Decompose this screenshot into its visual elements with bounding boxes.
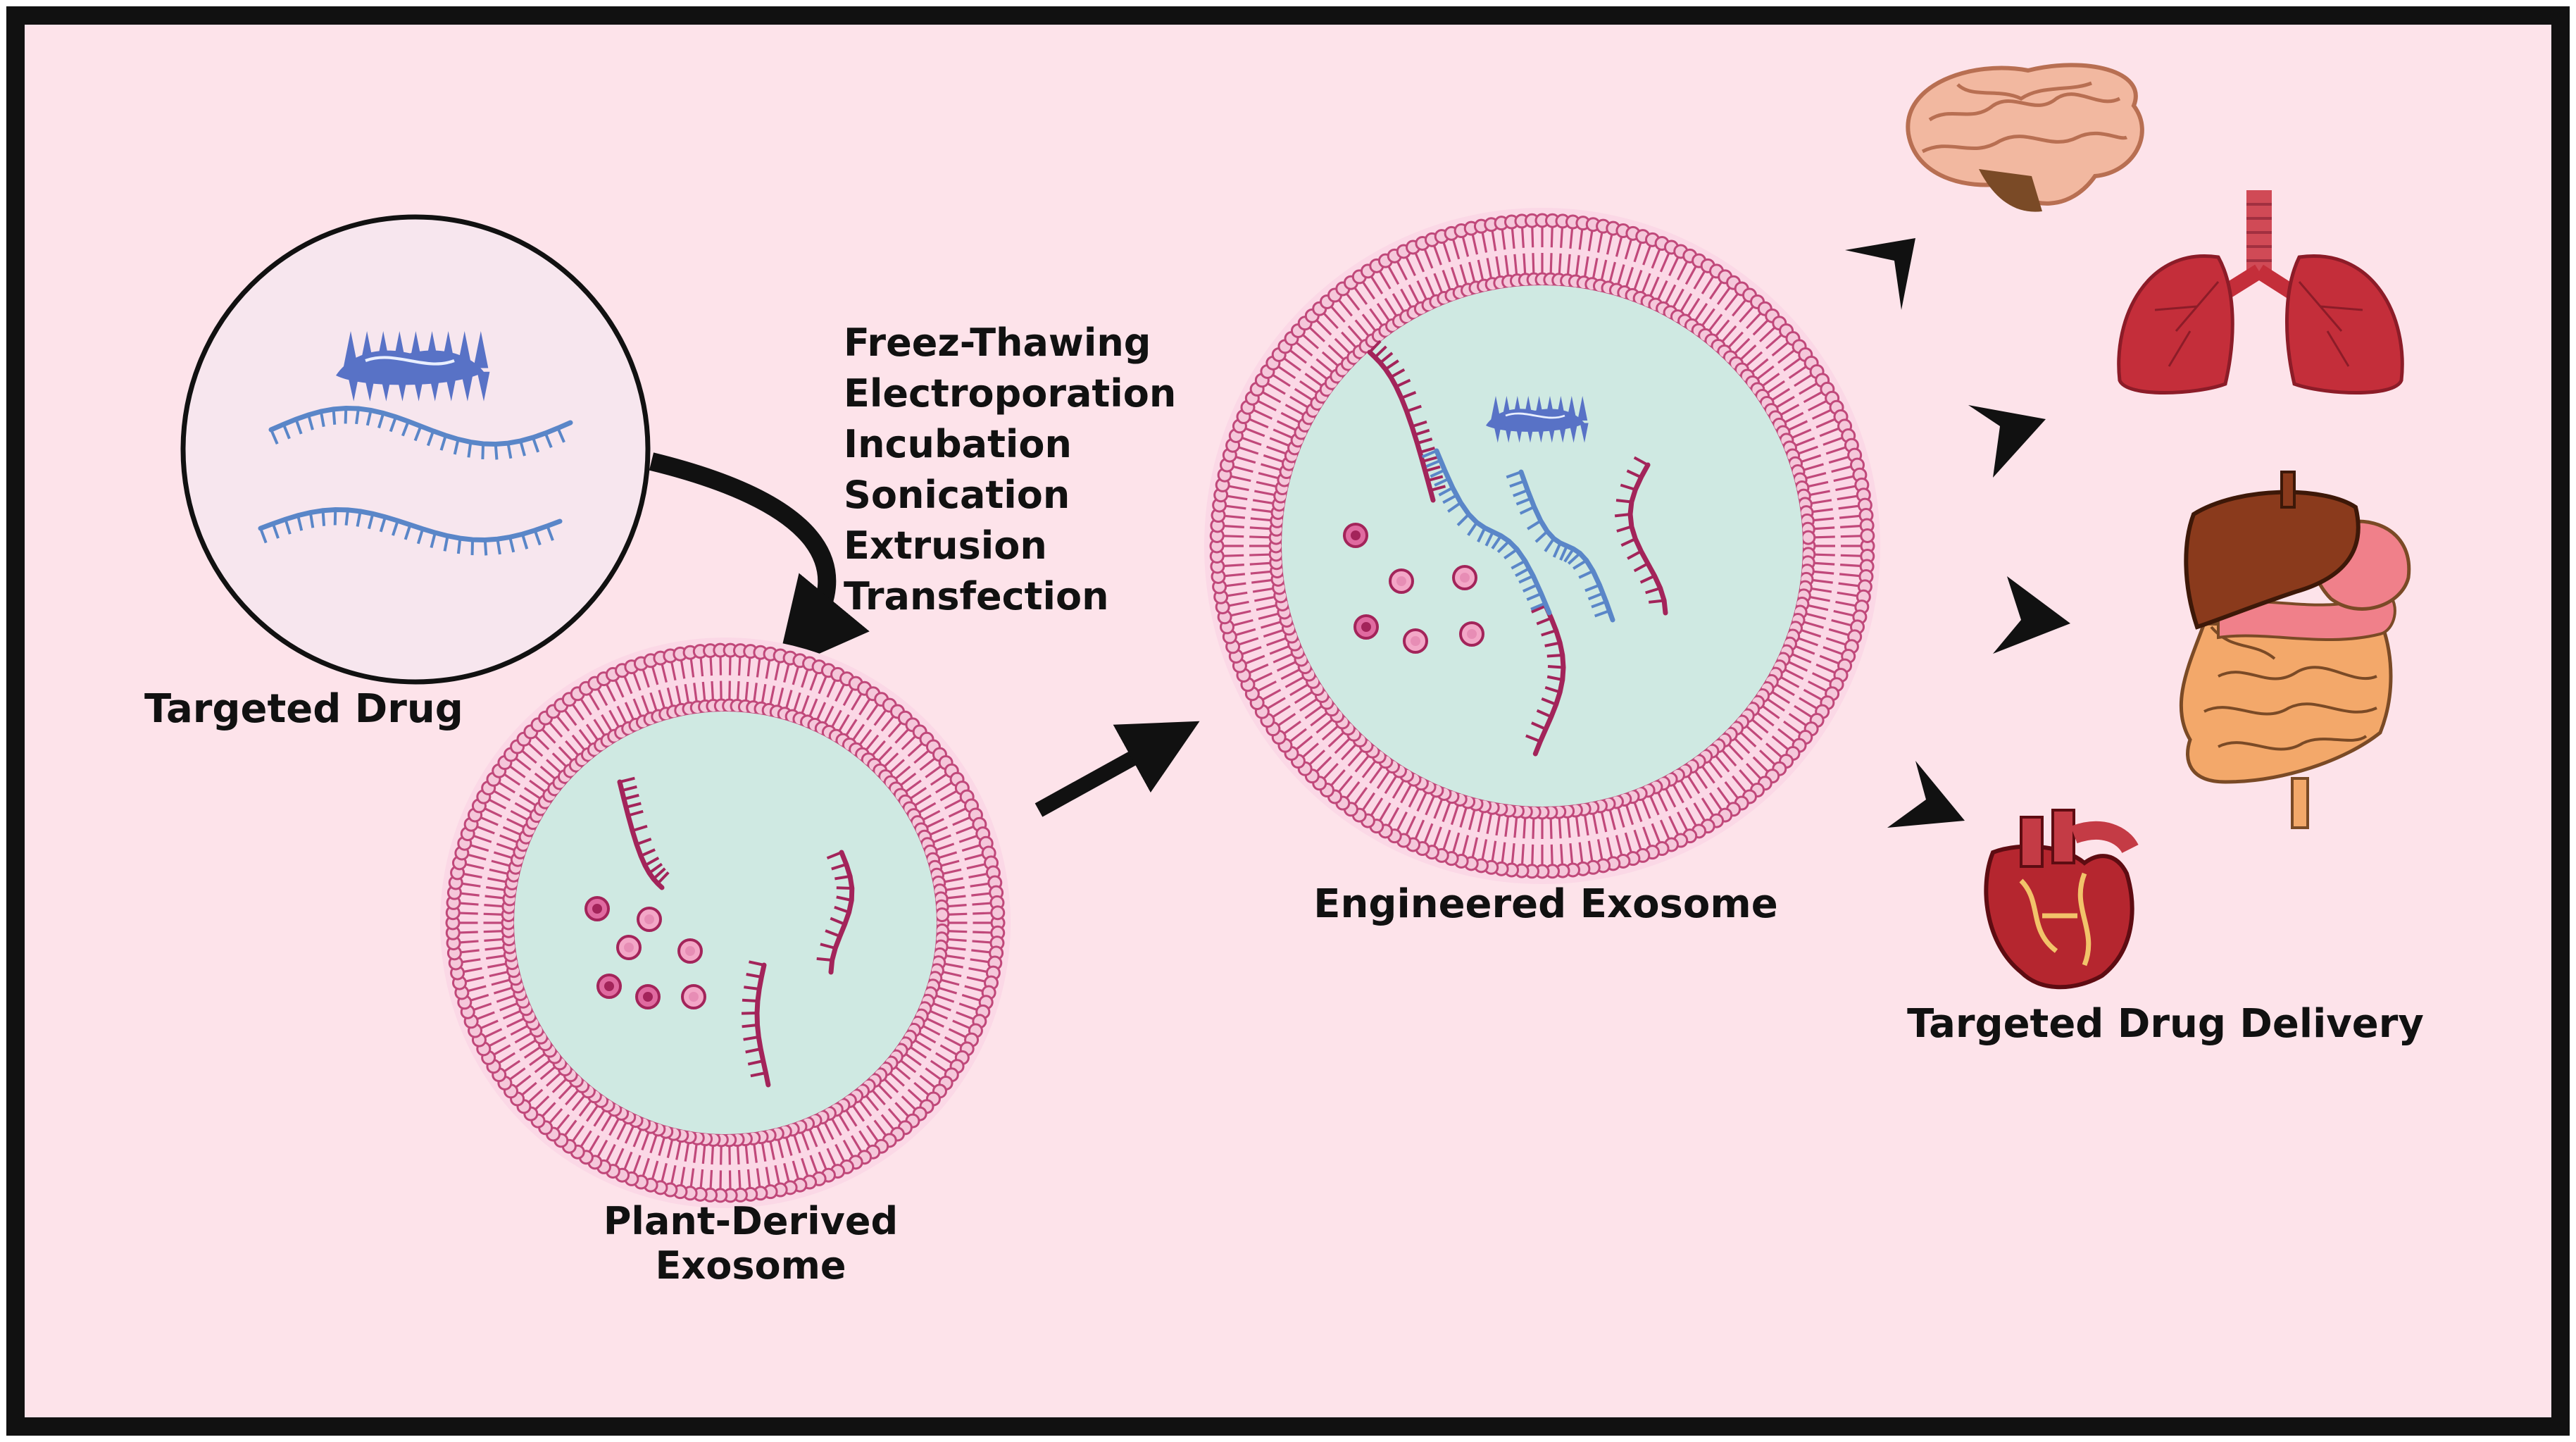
engineered-exosome [1204,208,1880,884]
loading-arrow [649,452,870,673]
arrowhead-lungs [1968,405,2046,478]
liver-intestine-icon [2179,471,2411,829]
methods-list: Freez-ThawingElectroporationIncubationSo… [844,321,1176,619]
lungs-icon [2117,190,2404,394]
delivery-arrows [1845,238,2070,828]
method-item: Incubation [844,422,1072,466]
rna-strand-icon [268,405,573,460]
protein-icon [336,331,490,402]
targeted-drug-delivery-label: Targeted Drug Delivery [1907,1001,2424,1047]
engineered-exosome-label: Engineered Exosome [1313,881,1777,927]
method-item: Sonication [844,473,1070,517]
targeted-drug-group [180,214,651,685]
plant-derived-label-line2: Exosome [656,1243,846,1288]
plant-derived-label: Plant-Derived [604,1199,898,1243]
rna-strand-icon [258,506,563,556]
arrowhead-brain [1845,238,1915,310]
arrowhead-heart [1887,761,1965,828]
method-item: Extrusion [844,523,1047,568]
heart-icon [1984,809,2139,990]
targeted-drug-circle [180,214,651,685]
targeted-drug-label: Targeted Drug [144,686,463,732]
arrowhead-liver [1993,576,2070,654]
method-item: Transfection [844,574,1109,619]
engineering-arrow [1034,721,1200,817]
plant-derived-exosome [440,638,1011,1208]
method-item: Electroporation [844,371,1176,416]
method-item: Freez-Thawing [844,321,1151,365]
brain-icon [1906,63,2144,212]
